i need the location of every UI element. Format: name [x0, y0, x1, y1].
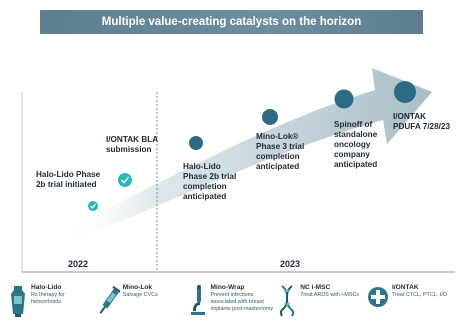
milestone-label-4: Mino-Lok® Phase 3 trial completion antic…	[256, 132, 305, 171]
milestone-label-3: Halo-Lido Phase 2b trial completion anti…	[183, 162, 237, 201]
milestone-dot-4	[262, 109, 278, 125]
milestone-dot-3	[189, 136, 203, 150]
year-label-2023: 2023	[280, 259, 301, 269]
milestone-dot-1	[88, 201, 98, 211]
ointment-tube-icon	[8, 284, 28, 323]
timeline-graphic	[21, 68, 455, 273]
product-desc: Salvage CVCs	[122, 292, 158, 298]
milestone-label-1: Halo-Lido Phase 2b trial initiated	[36, 170, 101, 189]
product-desc: Treat ARDS with i-MSCs	[300, 292, 360, 298]
milestone-label-5: Spinoff of standalone oncology company a…	[334, 120, 378, 169]
product-mino-wrap: Mino-Wrap Prevent infections associated …	[188, 284, 276, 324]
page-title: Multiple value-creating catalysts on the…	[101, 16, 362, 28]
microscope-icon	[188, 284, 208, 323]
product-name: Mino-Lok	[122, 284, 153, 291]
milestone-dot-6	[394, 81, 416, 103]
dna-icon	[277, 284, 297, 323]
product-name: Mino-Wrap	[210, 284, 245, 291]
year-label-2022: 2022	[68, 259, 89, 269]
product-pipeline: Halo-Lido Rx therapy for hemorrhoids Min…	[8, 284, 455, 324]
milestone-label-2: I/ONTAK BLA submission	[106, 135, 158, 154]
product-desc: Prevent infections associated with breas…	[210, 292, 274, 312]
product-mino-lok: Mino-Lok Salvage CVCs	[98, 284, 186, 324]
milestone-dot-2	[118, 173, 132, 187]
product-halo-lido: Halo-Lido Rx therapy for hemorrhoids	[8, 284, 96, 324]
milestone-dot-5	[334, 89, 354, 109]
product-desc: Rx therapy for hemorrhoids	[31, 292, 65, 305]
timeline: Halo-Lido Phase 2b trial initiated I/ONT…	[0, 40, 463, 280]
page-title-banner: Multiple value-creating catalysts on the…	[40, 10, 423, 34]
product-nc-imsc: NC i-MSC Treat ARDS with i-MSCs	[277, 284, 365, 324]
product-name: Halo-Lido	[31, 284, 62, 291]
milestone-label-6: I/ONTAK PDUFA 7/28/23	[393, 112, 451, 131]
product-desc: Treat CTCL, PTCL, I/O	[392, 292, 447, 298]
product-iontak: I/ONTAK Treat CTCL, PTCL, I/O	[367, 284, 455, 324]
product-name: NC i-MSC	[300, 284, 331, 291]
timeline-arrow	[62, 68, 432, 242]
product-name: I/ONTAK	[392, 284, 419, 291]
syringe-icon	[98, 284, 122, 323]
medical-cross-icon	[367, 284, 389, 323]
